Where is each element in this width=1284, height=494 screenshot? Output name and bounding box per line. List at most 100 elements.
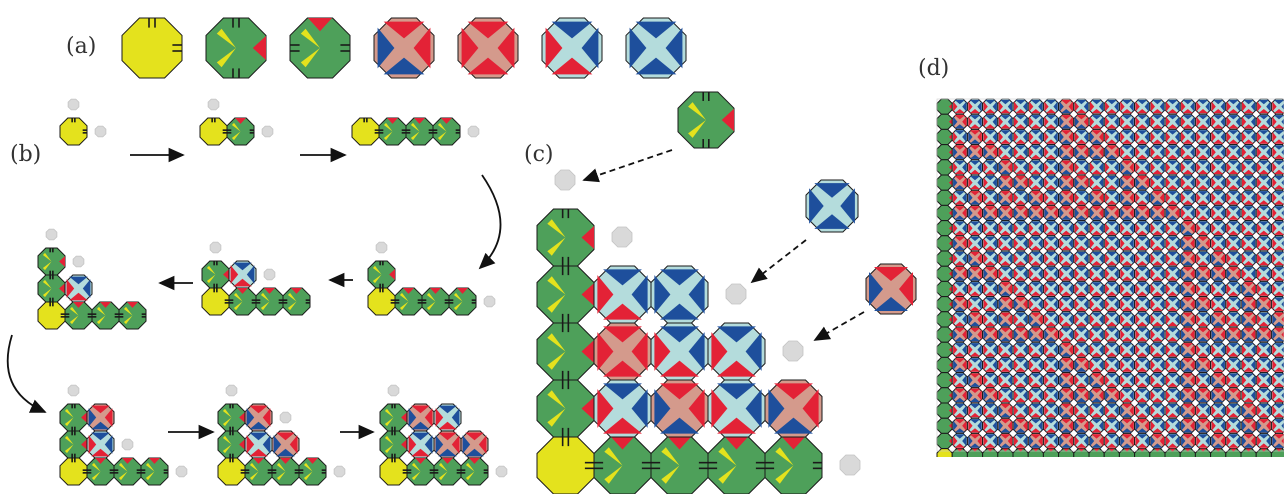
cross-wedge-top	[1061, 267, 1072, 272]
cross-wedge-left	[1059, 192, 1064, 203]
cross-wedge-right	[1266, 359, 1271, 371]
cross-wedge-right	[1266, 162, 1271, 173]
cross-wedge-left	[1013, 253, 1019, 264]
tile-salmon	[1012, 296, 1029, 313]
tile-vertical-border	[536, 208, 595, 267]
tile-salmon	[982, 326, 999, 343]
cross-wedge-left	[1120, 253, 1125, 264]
cross-wedge-top	[1061, 160, 1072, 165]
corner-wedge	[64, 444, 74, 454]
cross-stroke	[1197, 283, 1209, 295]
cross-wedge-left	[1105, 238, 1110, 249]
tile-salmon	[1194, 326, 1212, 343]
cross-stroke	[1060, 101, 1072, 112]
cross-wedge-bottom	[1045, 321, 1057, 327]
cross-wedge-top	[1213, 206, 1224, 211]
cross-wedge-top	[1000, 145, 1011, 150]
cross-wedge-bottom	[1076, 306, 1087, 311]
cross-wedge-bottom	[985, 382, 996, 387]
cross-wedge-right	[1023, 253, 1028, 264]
side-wedge-right	[81, 439, 87, 450]
cross-wedge-top	[249, 432, 268, 441]
tile-seed	[217, 457, 246, 486]
cross-wedge-right	[962, 238, 967, 249]
seed-dot-icon	[225, 384, 238, 397]
cross-wedge-top	[1273, 388, 1284, 393]
cross-wedge-left	[1165, 192, 1171, 203]
corner-wedge	[287, 301, 297, 311]
cross-stroke	[1091, 283, 1102, 295]
tile-lightblue	[1225, 235, 1242, 252]
cross-wedge-left	[1074, 329, 1079, 340]
tile-salmon	[1210, 326, 1227, 343]
tile-lightblue	[1103, 326, 1120, 343]
cross-wedge-top	[1197, 175, 1209, 181]
cross-wedge-right	[977, 192, 982, 203]
cross-wedge-top	[1061, 297, 1072, 302]
seed-dot-icon	[175, 465, 188, 478]
cross-wedge-left	[1013, 223, 1019, 234]
cross-wedge-bottom	[1273, 261, 1284, 266]
tile-salmon	[1164, 204, 1181, 222]
cross-stroke	[1121, 192, 1133, 204]
cross-stroke	[1136, 177, 1148, 188]
tile-lightblue	[982, 113, 999, 130]
cross-wedge-bottom	[985, 337, 996, 342]
cross-wedge-bottom	[249, 421, 268, 430]
cross-wedge-top	[1273, 236, 1284, 241]
cross-wedge-bottom	[1197, 124, 1209, 129]
cross-wedge-bottom	[1167, 245, 1178, 251]
cross-wedge-bottom	[969, 428, 981, 433]
tile-lightblue	[966, 417, 984, 434]
cross-wedge-bottom	[1258, 230, 1269, 235]
tile-salmon	[593, 322, 652, 381]
cross-wedge-right	[1083, 405, 1089, 416]
corner-wedge	[372, 274, 382, 284]
cross-wedge-right	[992, 223, 997, 234]
cross-wedge-bottom	[1045, 185, 1057, 190]
cross-wedge-bottom	[1243, 215, 1254, 220]
cross-wedge-bottom	[660, 417, 699, 434]
cross-wedge-left	[1226, 299, 1231, 310]
cross-wedge-right	[1038, 131, 1043, 143]
cross-wedge-left	[953, 283, 958, 295]
cross-wedge-left	[1013, 405, 1019, 416]
cross-wedge-right	[1144, 314, 1149, 325]
side-wedge-right	[59, 256, 65, 267]
cross-wedge-top	[1061, 206, 1072, 211]
cross-wedge-top	[1152, 191, 1163, 196]
cross-wedge-bottom	[1258, 337, 1269, 342]
cross-stroke	[1197, 222, 1209, 234]
cross-stroke	[1015, 146, 1026, 158]
cross-wedge-left	[1181, 405, 1186, 416]
tile-lightblue	[1255, 372, 1272, 389]
cross-stroke	[1228, 222, 1239, 234]
corner-wedge	[718, 447, 737, 466]
tile-lightblue	[1073, 341, 1090, 358]
cross-wedge-top	[1243, 419, 1254, 424]
cross-wedge-left	[273, 435, 282, 454]
cross-wedge-right	[631, 275, 648, 314]
cross-wedge-top	[1228, 145, 1239, 150]
cross-wedge-right	[1251, 147, 1256, 158]
cross-wedge-bottom	[1197, 443, 1209, 448]
cross-wedge-right	[1023, 207, 1028, 219]
cross-wedge-left	[1013, 131, 1019, 143]
cross-wedge-bottom	[1106, 200, 1117, 205]
cross-wedge-right	[1266, 131, 1271, 143]
cross-wedge-left	[1120, 238, 1125, 249]
cross-stroke	[1015, 390, 1026, 401]
cross-stroke	[1106, 283, 1118, 295]
cross-wedge-left	[1165, 147, 1171, 158]
tile-salmon	[1027, 204, 1044, 222]
cross-wedge-top	[1213, 282, 1224, 287]
cross-wedge-right	[1144, 238, 1149, 249]
cross-wedge-right	[1144, 344, 1149, 355]
cross-wedge-right	[1068, 283, 1073, 295]
cross-wedge-right	[1038, 268, 1043, 279]
tile-lightblue	[1149, 265, 1166, 282]
cross-wedge-left	[1059, 207, 1064, 219]
corner-wedge	[69, 315, 79, 325]
cross-wedge-left	[953, 375, 958, 386]
cross-wedge-top	[1197, 206, 1209, 211]
